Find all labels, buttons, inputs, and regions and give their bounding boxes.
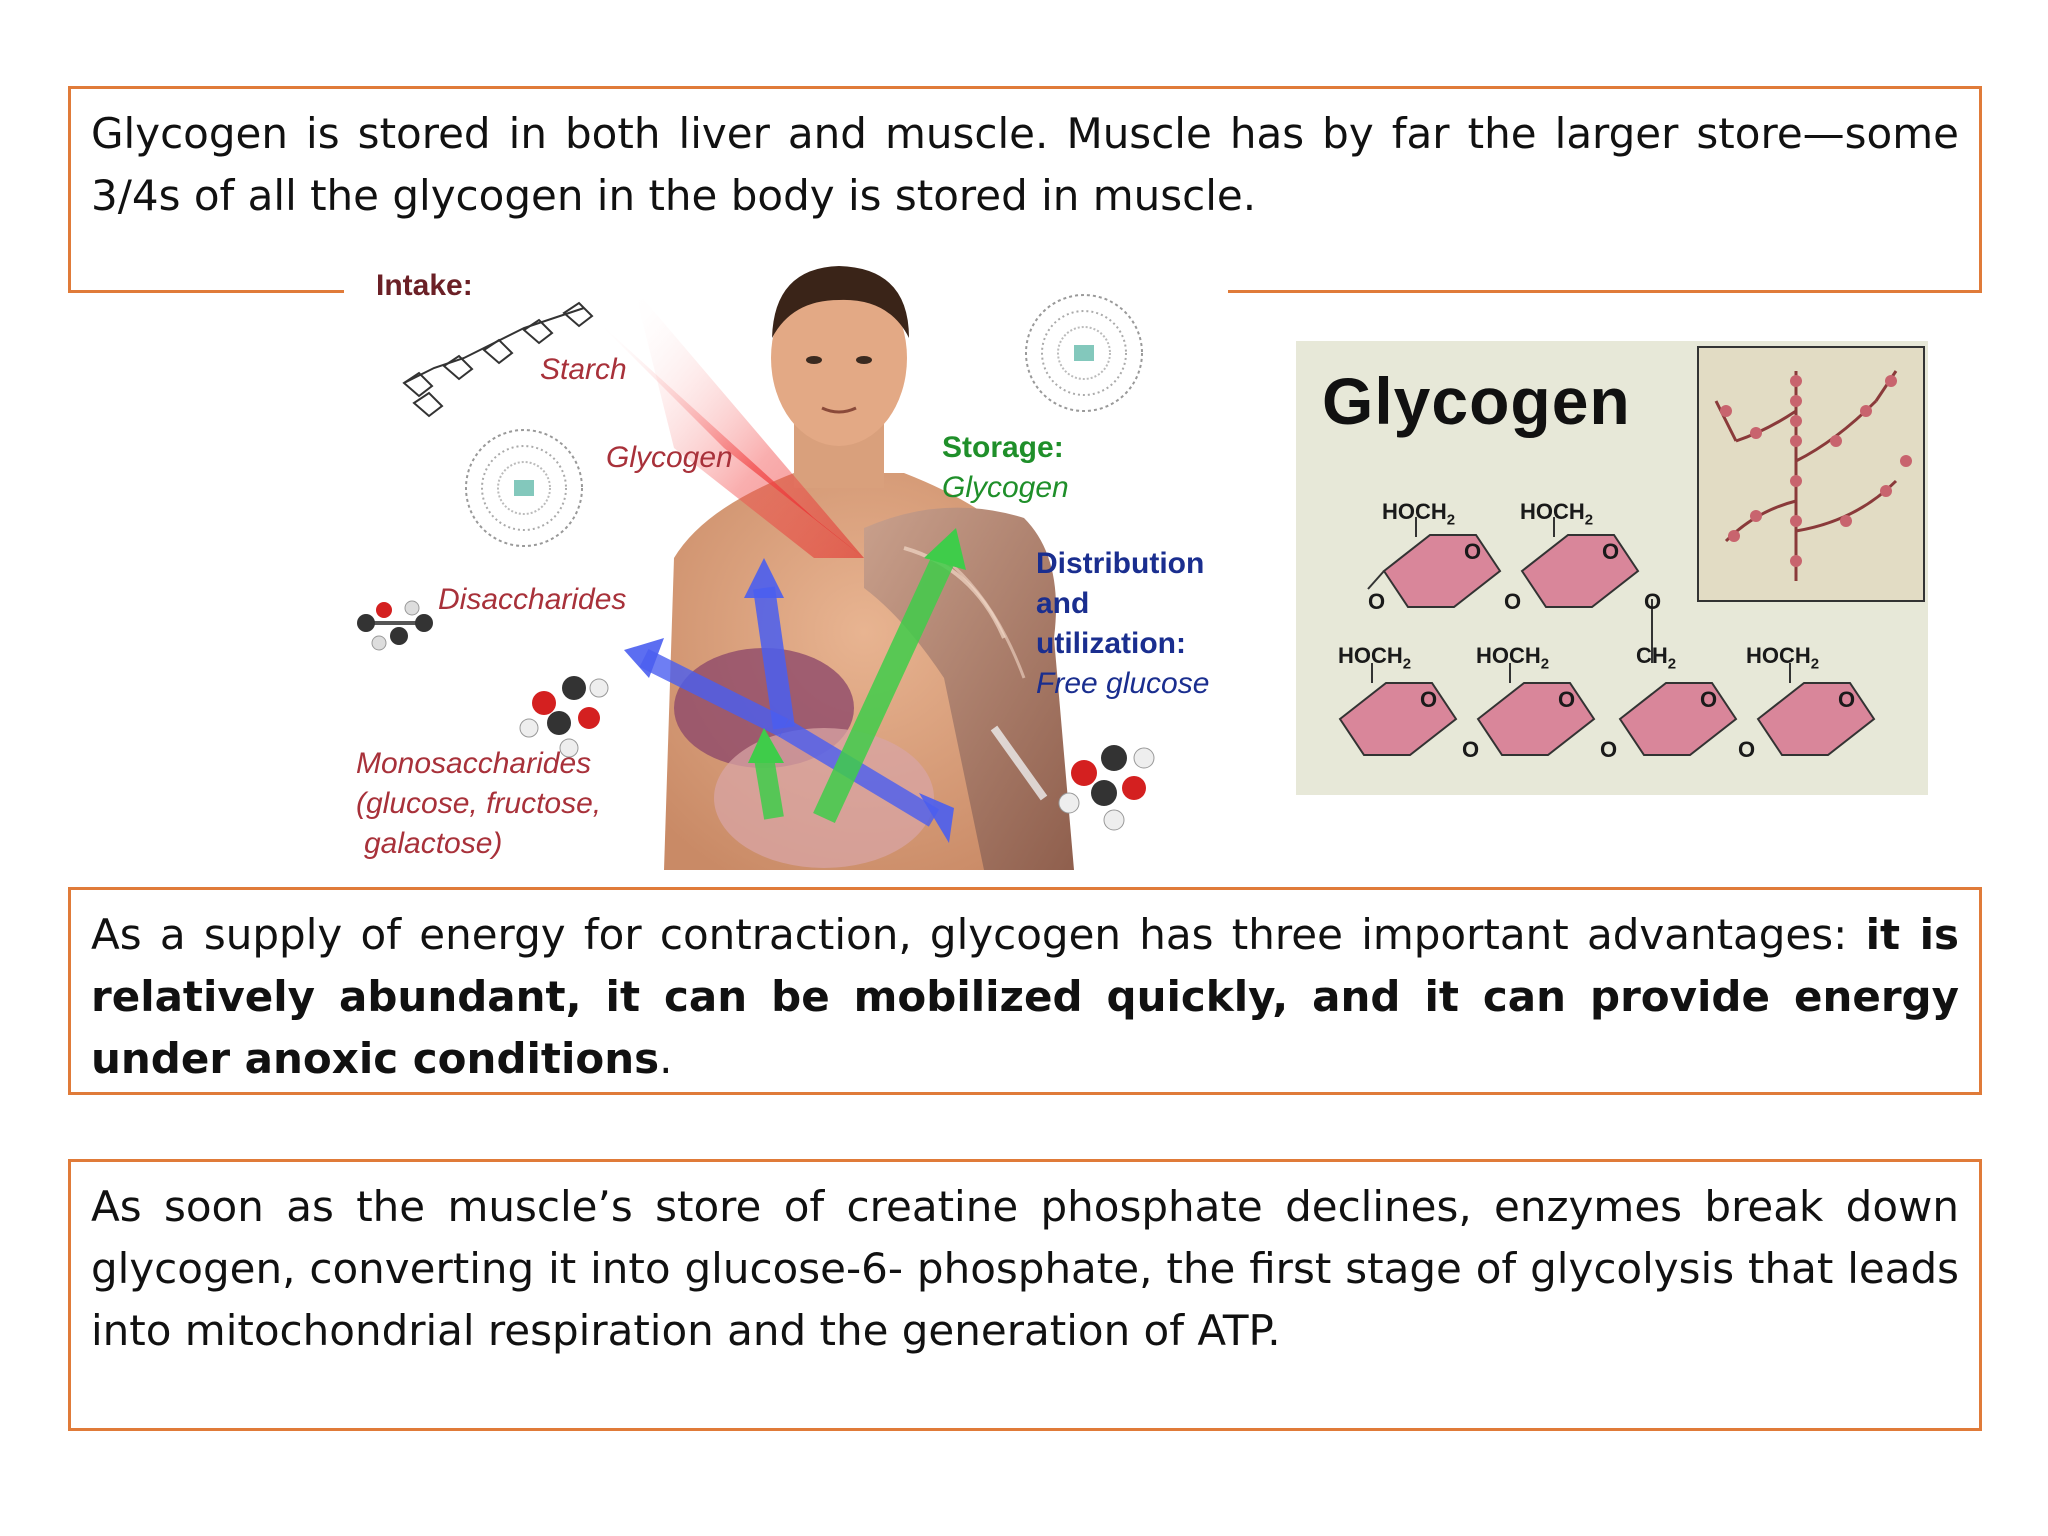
label-o-ring5: O bbox=[1700, 687, 1718, 712]
glycogen-structure-figure: Glycogen bbox=[1296, 341, 1928, 795]
text-box-glycogen-storage: Glycogen is stored in both liver and mus… bbox=[68, 86, 1982, 293]
paragraph-advantages-bold: it is relatively abundant, it can be mob… bbox=[91, 910, 1959, 1083]
glycogen-sphere-right bbox=[1025, 294, 1143, 412]
monosaccharide-molecule-right bbox=[1058, 745, 1155, 831]
paragraph-advantages-intro: As a supply of energy for contraction, g… bbox=[91, 910, 1866, 959]
label-hoch2-2: HOCH2 bbox=[1520, 499, 1594, 529]
text-box-creatine-phosphate: As soon as the muscle’s store of creatin… bbox=[68, 1159, 1982, 1431]
label-hoch2-4: HOCH2 bbox=[1476, 643, 1550, 673]
label-o-link6: O bbox=[1738, 737, 1756, 762]
label-free-glucose: Free glucose bbox=[1036, 667, 1210, 700]
glycogen-branch-inset bbox=[1697, 346, 1925, 602]
label-intake: Intake: bbox=[376, 269, 473, 302]
label-hoch2-1: HOCH2 bbox=[1382, 499, 1456, 529]
glycogen-structure-graphic bbox=[1338, 346, 1925, 756]
glucose-rings-top bbox=[1382, 534, 1640, 608]
glycogen-title: Glycogen bbox=[1322, 364, 1631, 438]
label-o-ring2: O bbox=[1602, 539, 1620, 564]
starch-molecule bbox=[402, 301, 594, 418]
label-monosaccharides-types: (glucose, fructose, bbox=[356, 787, 602, 820]
glycogen-sphere-left bbox=[465, 429, 583, 547]
label-and: and bbox=[1036, 587, 1090, 620]
paragraph-advantages-end: . bbox=[659, 1034, 673, 1083]
label-ch2: CH2 bbox=[1636, 643, 1677, 673]
label-storage: Storage: bbox=[942, 431, 1064, 464]
label-o-link5: O bbox=[1600, 737, 1618, 762]
label-o-link4: O bbox=[1462, 737, 1480, 762]
label-utilization: utilization: bbox=[1036, 627, 1186, 660]
label-starch: Starch bbox=[540, 353, 627, 386]
label-o-ring4: O bbox=[1558, 687, 1576, 712]
label-o-ring1: O bbox=[1464, 539, 1482, 564]
label-galactose: galactose) bbox=[364, 827, 503, 860]
label-monosaccharides: Monosaccharides bbox=[356, 747, 592, 780]
label-glycogen-intake: Glycogen bbox=[606, 441, 733, 474]
text-box-advantages: As a supply of energy for contraction, g… bbox=[68, 887, 1982, 1095]
label-o-link1: O bbox=[1368, 589, 1386, 614]
body-metabolism-illustration: Intake: Starch Glycogen Disaccharides Mo… bbox=[344, 258, 1244, 870]
label-distribution: Distribution bbox=[1036, 547, 1205, 580]
glucose-rings-bottom bbox=[1338, 682, 1876, 756]
label-hoch2-5: HOCH2 bbox=[1746, 643, 1820, 673]
label-o-ring6: O bbox=[1838, 687, 1856, 712]
label-hoch2-3: HOCH2 bbox=[1338, 643, 1412, 673]
label-disaccharides: Disaccharides bbox=[438, 583, 627, 616]
monosaccharide-molecule-left bbox=[519, 676, 609, 758]
body-illustration-graphic bbox=[357, 266, 1155, 870]
label-o-link3: O bbox=[1644, 589, 1662, 614]
paragraph-glycogen-storage: Glycogen is stored in both liver and mus… bbox=[91, 109, 1959, 220]
disaccharide-molecule bbox=[357, 600, 433, 651]
label-o-link2: O bbox=[1504, 589, 1522, 614]
border-gap bbox=[344, 278, 1228, 298]
paragraph-creatine-phosphate: As soon as the muscle’s store of creatin… bbox=[91, 1182, 1959, 1355]
label-o-ring3: O bbox=[1420, 687, 1438, 712]
label-storage-glycogen: Glycogen bbox=[942, 471, 1069, 504]
